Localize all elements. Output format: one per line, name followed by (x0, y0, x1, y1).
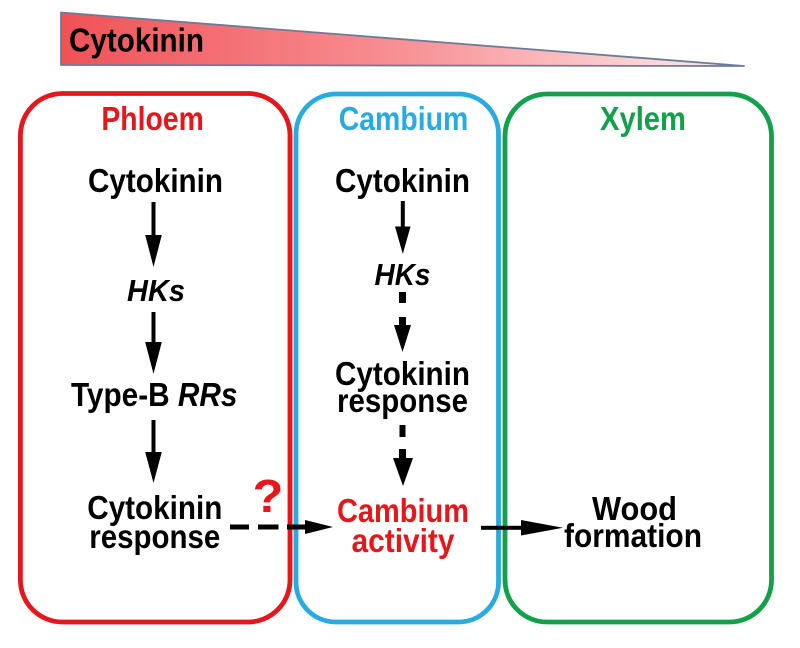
svg-text:Type-B RRs: Type-B RRs (71, 376, 238, 413)
svg-text:response: response (337, 382, 468, 419)
svg-text:response: response (89, 518, 220, 555)
svg-text:Cambium: Cambium (337, 492, 469, 529)
svg-text:Cytokinin: Cytokinin (87, 489, 222, 526)
svg-text:HKs: HKs (127, 273, 185, 308)
svg-text:activity: activity (352, 522, 456, 559)
svg-text:Xylem: Xylem (600, 100, 686, 137)
svg-text:Cytokinin: Cytokinin (335, 162, 470, 199)
svg-text:Cytokinin: Cytokinin (69, 22, 204, 59)
svg-text:HKs: HKs (375, 257, 431, 292)
svg-text:Cytokinin: Cytokinin (335, 355, 470, 392)
svg-text:Wood: Wood (592, 490, 677, 527)
svg-text:Cambium: Cambium (339, 100, 469, 137)
svg-text:?: ? (253, 471, 284, 522)
svg-text:Phloem: Phloem (101, 100, 203, 137)
svg-text:Cytokinin: Cytokinin (88, 162, 223, 199)
svg-text:formation: formation (564, 517, 702, 554)
